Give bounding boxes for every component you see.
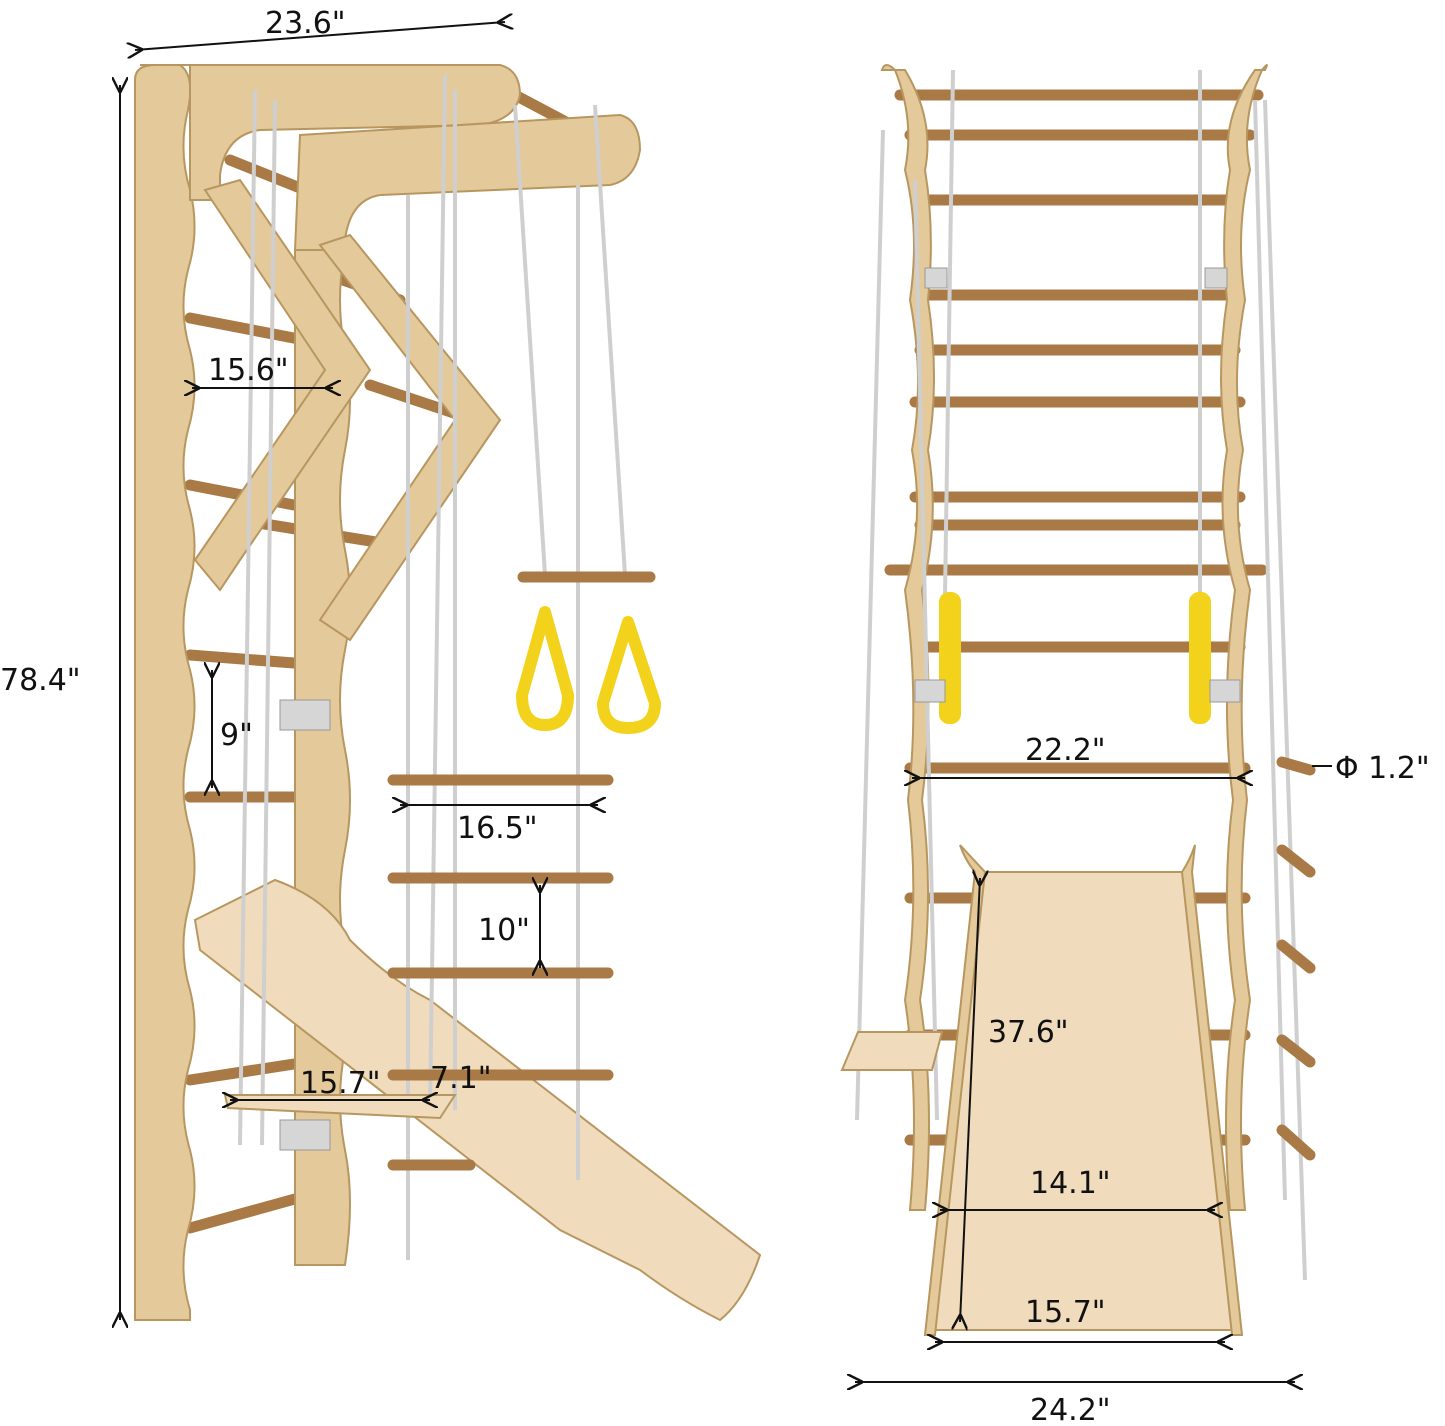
dim-swing-seat-length: 15.7" bbox=[300, 1066, 381, 1101]
gym-ring-right bbox=[1189, 592, 1211, 724]
bracket-icon bbox=[914, 679, 946, 703]
ropes bbox=[855, 69, 1307, 1281]
dim-slide-outer-width: 15.7" bbox=[1025, 1295, 1106, 1330]
dim-base-width: 24.2" bbox=[1030, 1393, 1111, 1426]
dim-rope-ladder-spacing: 10" bbox=[478, 913, 530, 948]
dim-rung-diameter: Φ 1.2" bbox=[1335, 751, 1430, 786]
gym-ring-right bbox=[597, 616, 661, 734]
dim-total-height: 78.4" bbox=[0, 663, 81, 698]
bracket-icon bbox=[279, 1119, 331, 1151]
gym-ring-left bbox=[939, 592, 961, 724]
side-view: 23.6" 78.4" 15.6" 9" 16.5" 10" 15.7" 7.1… bbox=[0, 6, 762, 1322]
rear-post bbox=[134, 64, 196, 1321]
bracket-icon bbox=[924, 267, 948, 289]
swing-seat bbox=[840, 1031, 944, 1071]
dim-rung-spacing: 9" bbox=[220, 718, 253, 753]
dim-swing-seat-width: 7.1" bbox=[430, 1061, 492, 1096]
dim-inner-width: 22.2" bbox=[1025, 733, 1106, 768]
dim-total-width: 23.6" bbox=[265, 6, 346, 41]
second-beam bbox=[293, 113, 642, 251]
dim-rope-ladder-width: 16.5" bbox=[457, 811, 538, 846]
gym-ring-left bbox=[516, 606, 574, 731]
rope-ladder-rungs bbox=[387, 774, 614, 1171]
right-frame bbox=[1220, 64, 1268, 1211]
rope-ladder-rungs bbox=[1276, 756, 1316, 1161]
bracket-icon bbox=[1209, 679, 1241, 703]
dim-wall-bars-depth: 15.6" bbox=[208, 353, 289, 388]
slide-side-right bbox=[1180, 844, 1244, 1336]
dim-line bbox=[960, 878, 980, 1322]
bracket-icon bbox=[279, 699, 331, 731]
slide bbox=[193, 878, 762, 1322]
dim-slide-length: 37.6" bbox=[988, 1015, 1069, 1050]
dim-line bbox=[135, 22, 505, 50]
front-view: 22.2" Φ 1.2" 37.6" 14.1" 15.7" 24.2" bbox=[840, 64, 1430, 1426]
dim-slide-inner-width: 14.1" bbox=[1030, 1166, 1111, 1201]
bracket-icon bbox=[1204, 267, 1228, 289]
ropes bbox=[238, 74, 627, 1260]
